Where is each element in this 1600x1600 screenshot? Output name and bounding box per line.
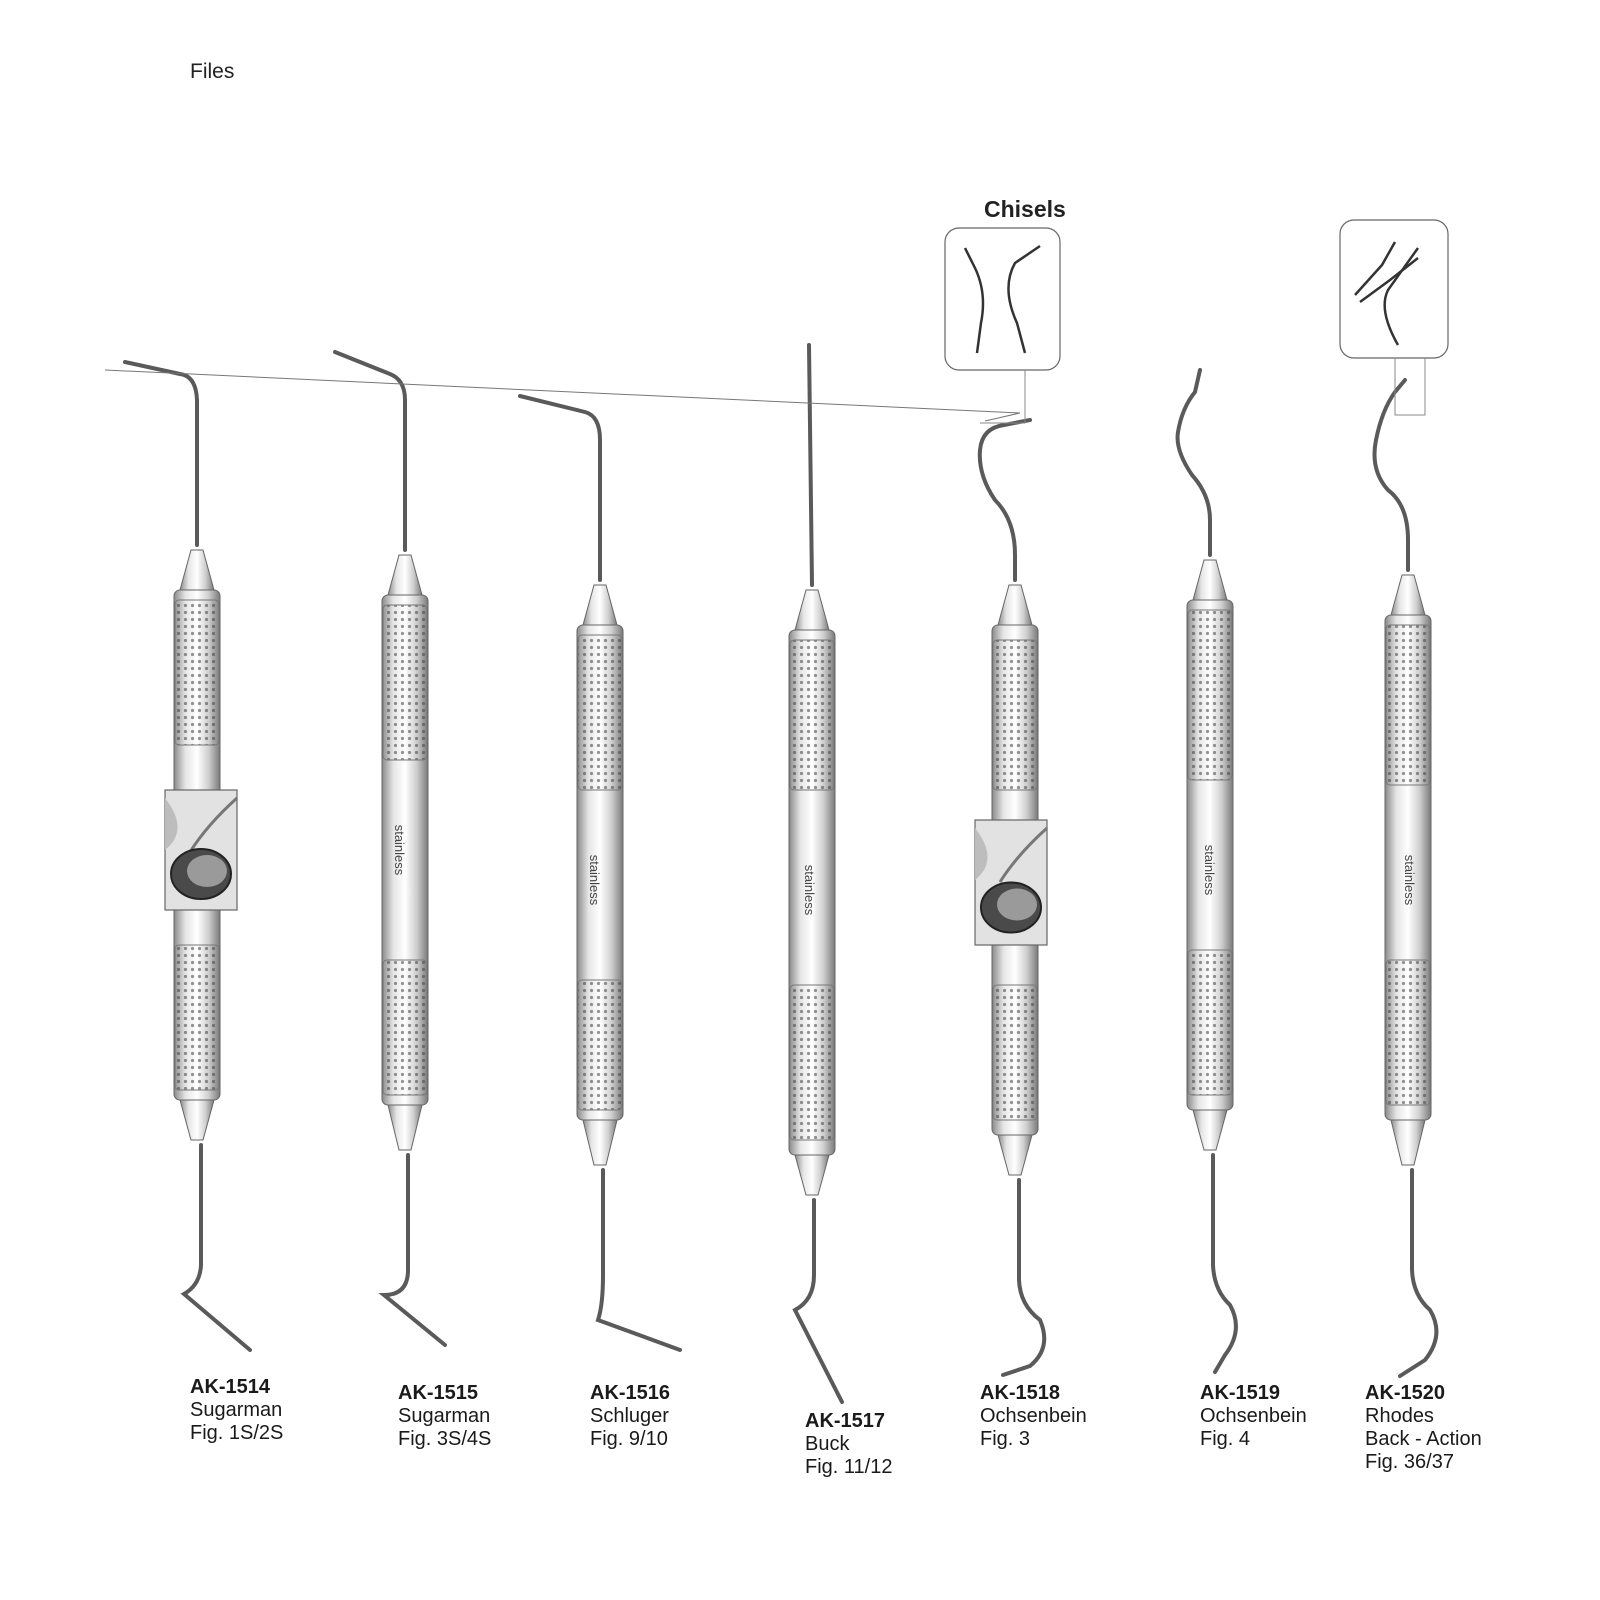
- upper-knurled-grip: [382, 604, 428, 761]
- upper-neck: [179, 549, 215, 591]
- lower-neck: [794, 1154, 830, 1196]
- detail-inset: [164, 789, 239, 911]
- product-code: AK-1517: [805, 1410, 886, 1432]
- product-code: AK-1519: [1200, 1382, 1281, 1404]
- product-code: AK-1516: [590, 1382, 671, 1404]
- lower-neck: [1390, 1119, 1426, 1166]
- instrument-ak-1515: stainless: [333, 350, 447, 1347]
- instrument-name: Sugarman: [190, 1399, 283, 1421]
- instrument-ak-1514: [123, 360, 252, 1352]
- lower-neck: [1192, 1109, 1228, 1151]
- upper-working-tip: [1175, 368, 1212, 557]
- product-code: AK-1518: [980, 1382, 1061, 1404]
- handle-marking: stainless: [1202, 845, 1217, 896]
- upper-knurled-grip: [992, 639, 1038, 791]
- instrument-name: Ochsenbein: [980, 1405, 1087, 1427]
- lower-knurled-grip: [174, 944, 220, 1091]
- page-heading: Files: [190, 60, 235, 83]
- handle-marking: stainless: [802, 865, 817, 916]
- lower-working-tip: [595, 1168, 682, 1352]
- instrument-name: Rhodes: [1365, 1405, 1434, 1427]
- product-code: AK-1520: [1365, 1382, 1446, 1404]
- upper-knurled-grip: [789, 639, 835, 791]
- lower-working-tip: [1398, 1168, 1439, 1378]
- lower-working-tip: [792, 1198, 844, 1404]
- upper-working-tip: [977, 418, 1032, 582]
- upper-neck: [1192, 559, 1228, 601]
- upper-working-tip: [123, 360, 199, 547]
- lower-knurled-grip: [1187, 949, 1233, 1096]
- upper-neck: [997, 584, 1033, 626]
- upper-working-tip: [1372, 378, 1410, 572]
- handle-marking: stainless: [1402, 855, 1417, 906]
- lower-neck: [179, 1099, 215, 1141]
- instrument-ak-1516: stainless: [518, 394, 682, 1352]
- chisels-heading: Chisels: [984, 196, 1066, 222]
- figure-number: Fig. 3: [980, 1428, 1031, 1450]
- handle-marking: stainless: [392, 825, 407, 876]
- instrument-name: Schluger: [590, 1405, 669, 1427]
- detail-inset: [974, 819, 1049, 946]
- product-code: AK-1514: [190, 1376, 271, 1398]
- instrument-name: Buck: [805, 1433, 850, 1455]
- figure-number: Fig. 36/37: [1365, 1451, 1454, 1473]
- lower-working-tip: [1001, 1178, 1047, 1377]
- upper-neck: [1390, 574, 1426, 616]
- upper-neck: [794, 589, 830, 631]
- upper-working-tip: [807, 343, 814, 587]
- upper-knurled-grip: [1187, 609, 1233, 781]
- lower-neck: [997, 1134, 1033, 1176]
- lower-knurled-grip: [1385, 959, 1431, 1106]
- lower-working-tip: [180, 1143, 252, 1352]
- lower-knurled-grip: [992, 984, 1038, 1121]
- lower-working-tip: [1211, 1153, 1238, 1374]
- figure-number: Fig. 9/10: [590, 1428, 668, 1450]
- lower-knurled-grip: [577, 979, 623, 1111]
- lower-knurled-grip: [789, 984, 835, 1141]
- chisel-tip-callout: [1339, 219, 1449, 416]
- handle-marking: stainless: [587, 855, 602, 906]
- instrument-name: Ochsenbein: [1200, 1405, 1307, 1427]
- lower-neck: [582, 1119, 618, 1166]
- upper-knurled-grip: [1385, 624, 1431, 786]
- lower-knurled-grip: [382, 959, 428, 1096]
- instrument-name: Sugarman: [398, 1405, 491, 1427]
- instrument-ak-1519: stainless: [1175, 368, 1238, 1374]
- upper-knurled-grip: [577, 634, 623, 791]
- upper-neck: [582, 584, 618, 626]
- instrument-ak-1520: stainless: [1339, 219, 1449, 1378]
- instrument-ak-1517: stainless: [788, 343, 844, 1404]
- upper-knurled-grip: [174, 599, 220, 746]
- chisel-tip-callout: [104, 227, 1061, 424]
- instrument-ak-1518: [104, 227, 1061, 1377]
- upper-neck: [387, 554, 423, 596]
- product-code: AK-1515: [398, 1382, 479, 1404]
- instrument-name: Back - Action: [1365, 1428, 1482, 1450]
- figure-number: Fig. 11/12: [805, 1456, 893, 1478]
- upper-working-tip: [518, 394, 602, 582]
- figure-number: Fig. 4: [1200, 1428, 1251, 1450]
- lower-neck: [387, 1104, 423, 1151]
- lower-working-tip: [378, 1153, 447, 1347]
- figure-number: Fig. 1S/2S: [190, 1422, 284, 1444]
- figure-number: Fig. 3S/4S: [398, 1428, 492, 1450]
